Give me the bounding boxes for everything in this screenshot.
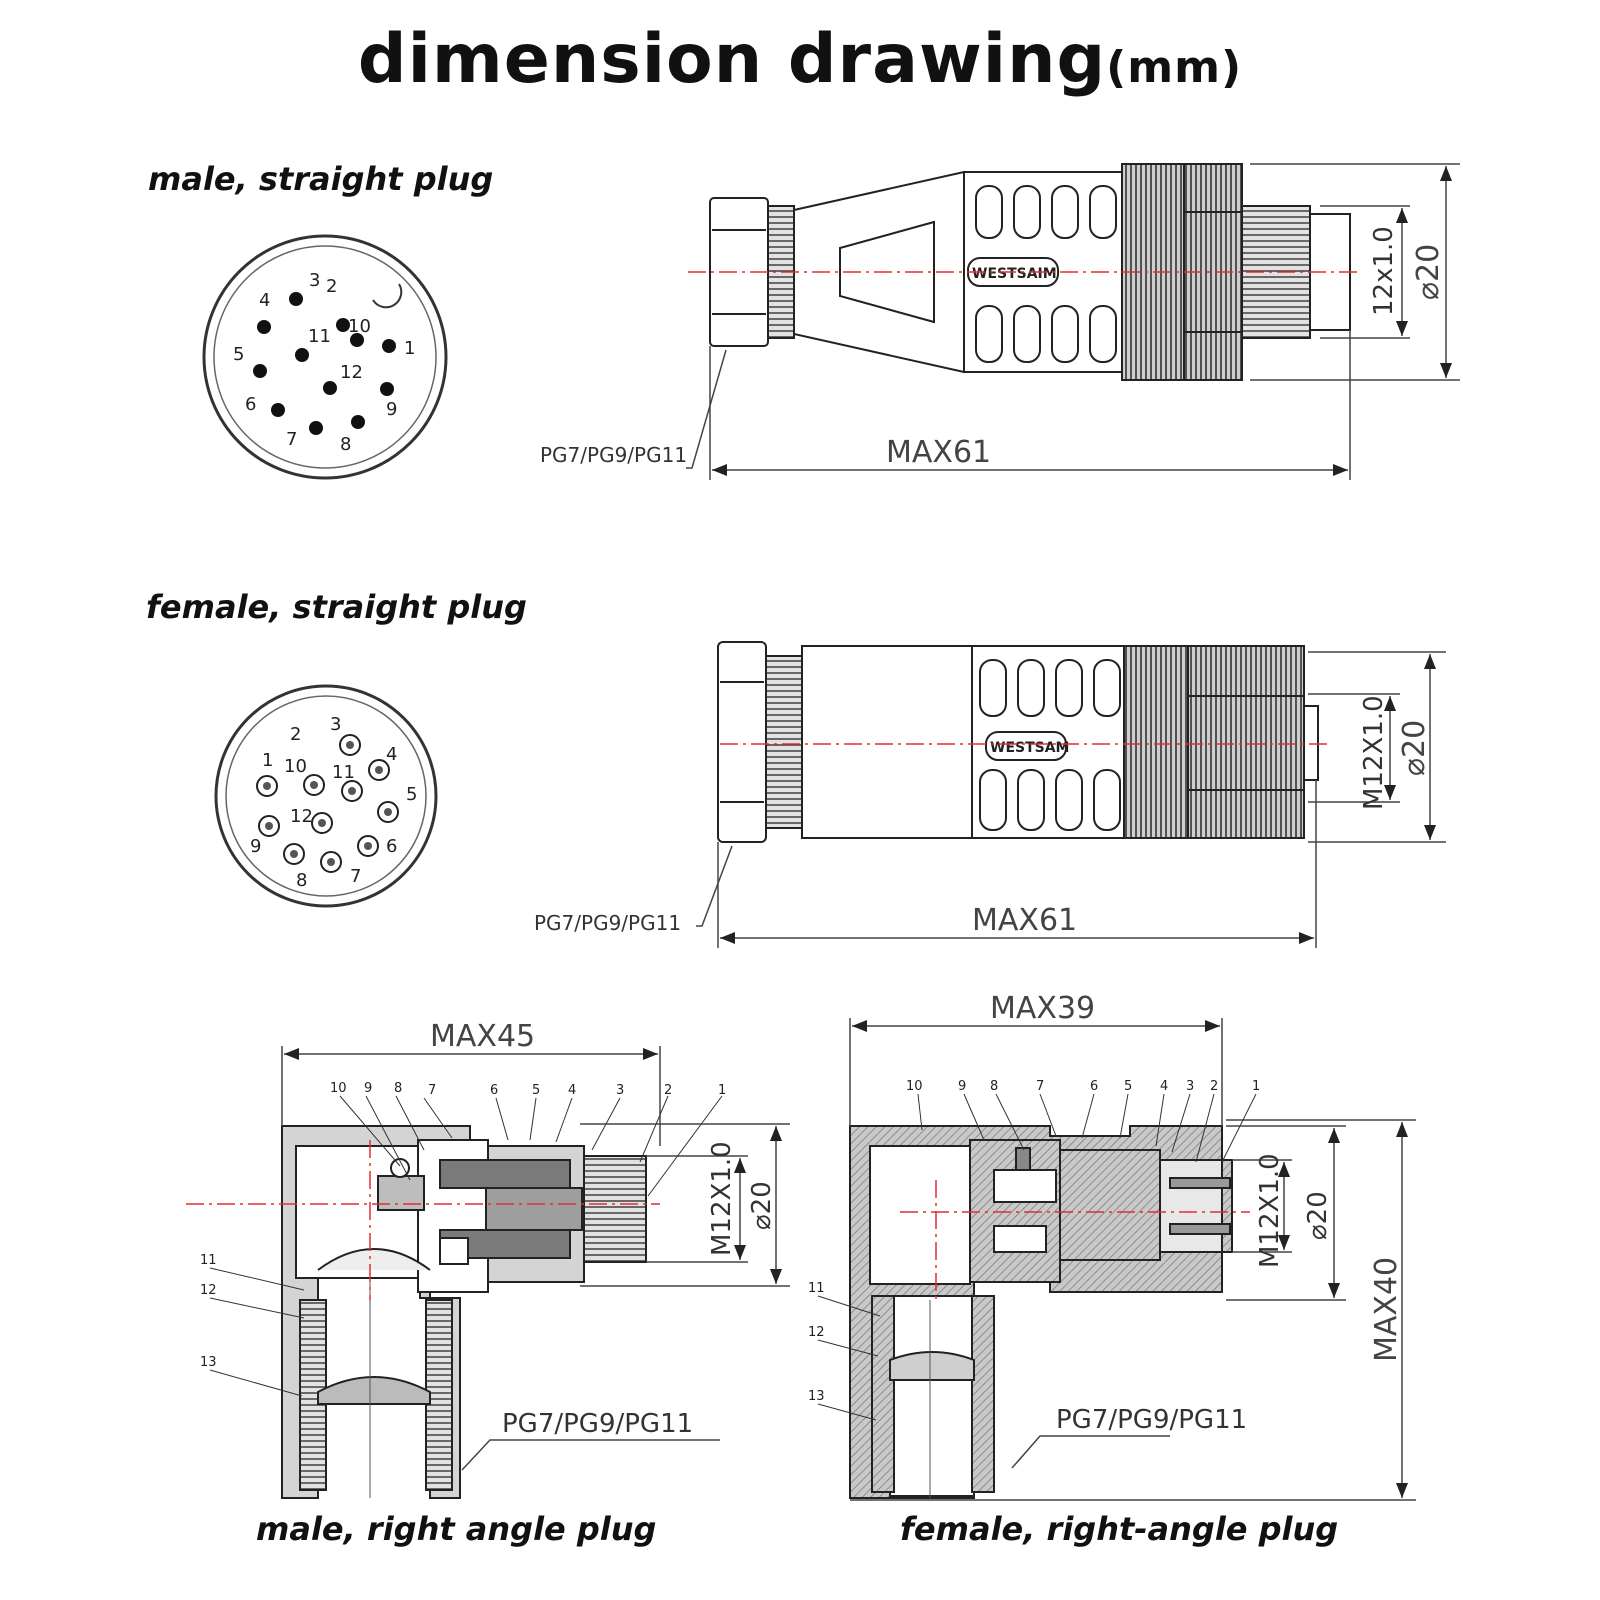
callout-male-12: 12	[200, 1283, 217, 1298]
callout-female-7: 7	[1036, 1079, 1044, 1094]
label-female-right: female, right-angle plug	[900, 1510, 1339, 1548]
female-pin-5: 5	[406, 784, 417, 805]
dim-female-straight	[696, 651, 1446, 948]
dim-male-right	[281, 1046, 790, 1471]
callout-female-9: 9	[958, 1079, 966, 1094]
female-pin-7: 7	[350, 866, 361, 887]
male-pin-2: 2	[326, 276, 337, 297]
callout-male-5: 5	[532, 1083, 540, 1098]
dim-max61-female: MAX61	[972, 903, 1077, 938]
male-pin-3: 3	[309, 270, 320, 291]
female-pin-9: 9	[250, 836, 261, 857]
female-pin-11: 11	[332, 762, 355, 783]
callout-male-3: 3	[616, 1083, 624, 1098]
callout-female-11: 11	[808, 1281, 825, 1296]
female-pin-4: 4	[386, 744, 397, 765]
brand-female: WESTSAM	[990, 740, 1070, 756]
callout-male-2: 2	[664, 1083, 672, 1098]
brand-male: WESTSAIM	[972, 266, 1057, 282]
dim-dia20-female-right: ⌀20	[1303, 1191, 1333, 1240]
callout-male-6: 6	[490, 1083, 498, 1098]
callout-male-7: 7	[428, 1083, 436, 1098]
female-pin-3: 3	[330, 714, 341, 735]
callout-male-8: 8	[394, 1081, 402, 1096]
dim-thread-male: 12x1.0	[1369, 226, 1399, 316]
dim-pg-female: PG7/PG9/PG11	[534, 911, 681, 935]
callout-female-5: 5	[1124, 1079, 1132, 1094]
female-straight-plug-side	[717, 641, 1319, 843]
male-pin-8: 8	[340, 434, 351, 455]
callout-female-13: 13	[808, 1389, 825, 1404]
callout-female-8: 8	[990, 1079, 998, 1094]
male-pin-7: 7	[286, 429, 297, 450]
dim-thread-female: M12X1.0	[1359, 695, 1389, 810]
label-female-straight: female, straight plug	[146, 588, 527, 626]
dim-thread-male-right: M12X1.0	[707, 1141, 737, 1256]
female-pin-12: 12	[290, 806, 313, 827]
dim-max45: MAX45	[430, 1019, 535, 1054]
callout-male-1: 1	[718, 1083, 726, 1098]
callout-male-13: 13	[200, 1355, 217, 1370]
female-pin-10: 10	[284, 756, 307, 777]
label-male-straight: male, straight plug	[148, 160, 494, 198]
callout-female-4: 4	[1160, 1079, 1168, 1094]
dim-pg-female-right: PG7/PG9/PG11	[1056, 1405, 1247, 1435]
male-pin-1: 1	[404, 338, 415, 359]
dim-pg-male: PG7/PG9/PG11	[540, 443, 687, 467]
callout-female-3: 3	[1186, 1079, 1194, 1094]
male-pin-face: 1 2 3 4 5 6 7 8 9 10 11 12	[202, 234, 448, 480]
callout-male-4: 4	[568, 1083, 576, 1098]
callout-leaders-male-right	[209, 1095, 723, 1397]
female-pin-8: 8	[296, 870, 307, 891]
dim-dia20-female: ⌀20	[1397, 720, 1432, 776]
male-right-angle-section	[281, 1125, 647, 1499]
callout-male-10: 10	[330, 1081, 347, 1096]
male-pin-10: 10	[348, 316, 371, 337]
callout-female-6: 6	[1090, 1079, 1098, 1094]
callout-female-12: 12	[808, 1325, 825, 1340]
callout-male-11: 11	[200, 1253, 217, 1268]
female-pin-1: 1	[262, 750, 273, 771]
male-pin-5: 5	[233, 344, 244, 365]
male-pin-9: 9	[386, 399, 397, 420]
dim-max39: MAX39	[990, 991, 1095, 1026]
female-pin-2: 2	[290, 724, 301, 745]
dim-thread-female-right: M12X1.0	[1255, 1153, 1285, 1268]
title-unit: (mm)	[1106, 42, 1243, 93]
page-title: dimension drawing(mm)	[0, 20, 1600, 99]
dim-dia20-male: ⌀20	[1411, 244, 1446, 300]
male-pin-6: 6	[245, 394, 256, 415]
dim-pg-male-right: PG7/PG9/PG11	[502, 1409, 693, 1439]
label-male-right: male, right angle plug	[256, 1510, 657, 1548]
callout-leaders-female-right	[817, 1093, 1257, 1421]
callout-female-2: 2	[1210, 1079, 1218, 1094]
female-pin-face: 1 2 3 4 5 6 7 8 9 10 11 12	[214, 684, 438, 908]
dim-male-straight	[686, 163, 1460, 480]
male-pin-11: 11	[308, 326, 331, 347]
dim-max40: MAX40	[1369, 1257, 1404, 1362]
female-pin-6: 6	[386, 836, 397, 857]
dim-female-right	[849, 1018, 1416, 1501]
callout-female-1: 1	[1252, 1079, 1260, 1094]
dim-max61-male: MAX61	[886, 435, 991, 470]
female-right-angle-section	[849, 1125, 1233, 1499]
callout-female-10: 10	[906, 1079, 923, 1094]
title-main: dimension drawing	[357, 20, 1107, 99]
dim-dia20-male-right: ⌀20	[747, 1181, 777, 1230]
callout-male-9: 9	[364, 1081, 372, 1096]
male-pin-12: 12	[340, 362, 363, 383]
male-pin-4: 4	[259, 290, 270, 311]
